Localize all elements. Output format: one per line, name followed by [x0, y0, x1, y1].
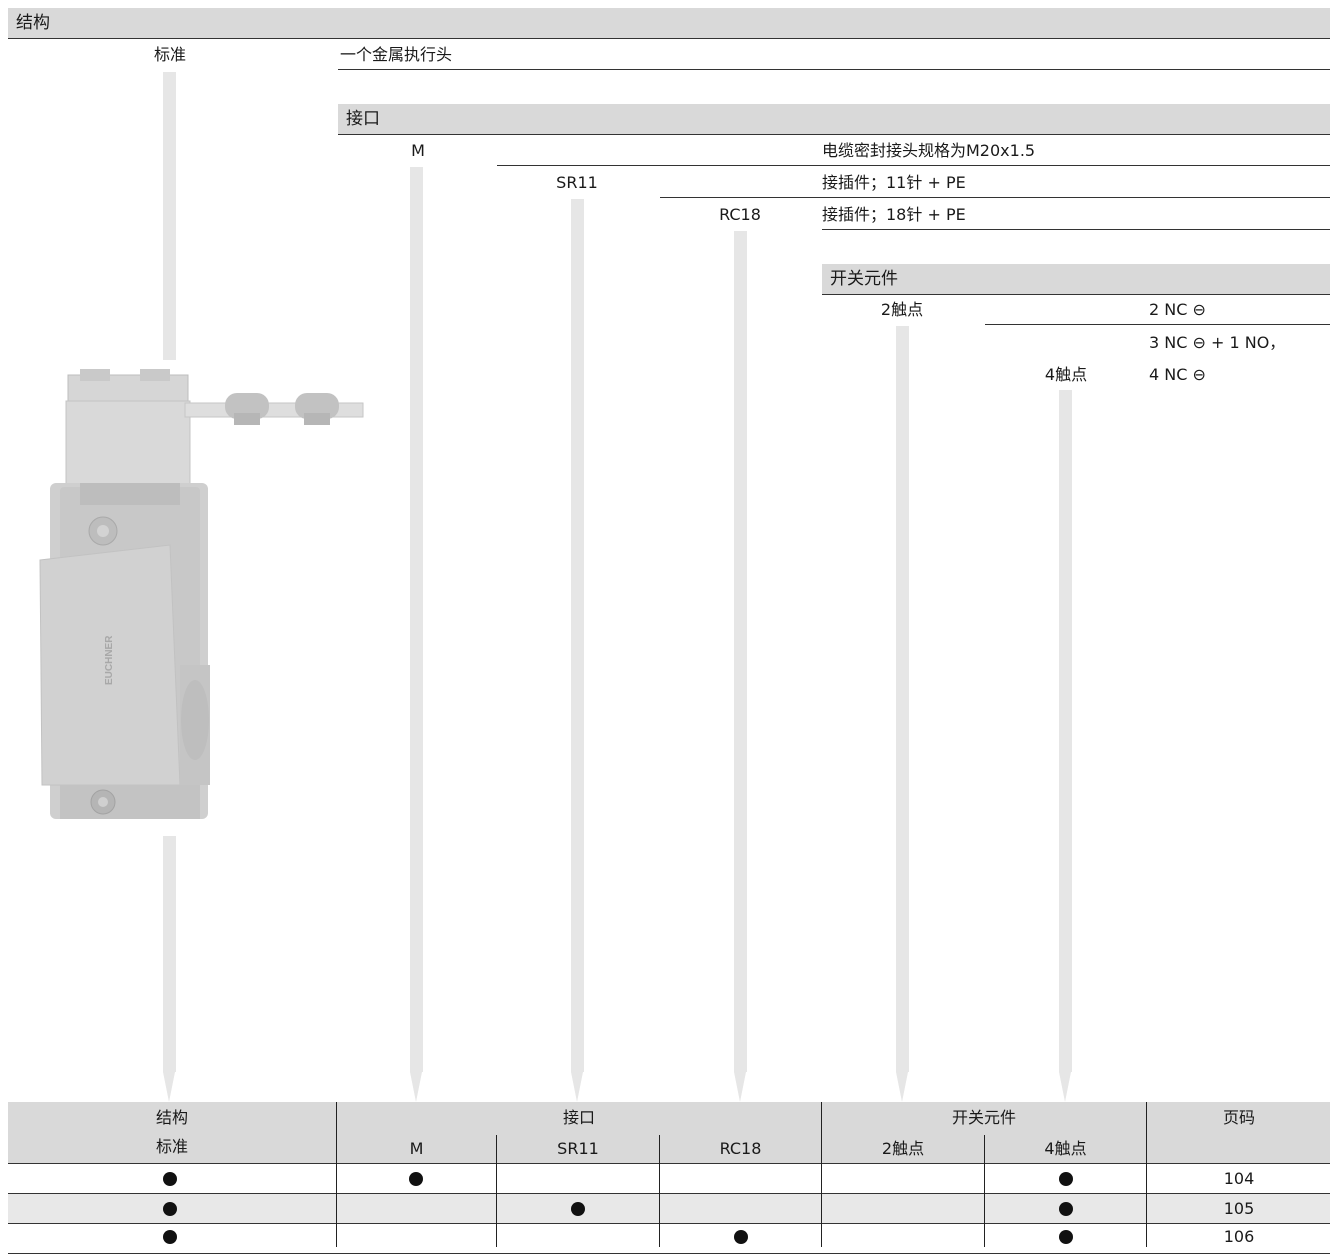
- dot-standard-row3: [163, 1230, 177, 1244]
- structure-header: 结构: [8, 8, 1330, 39]
- connection-code-rc18: RC18: [719, 205, 761, 224]
- col-separator: [821, 1102, 822, 1247]
- col-separator: [984, 1135, 985, 1247]
- guide-bar-rc18: [734, 231, 747, 1072]
- guide-arrow-4contacts: [1059, 1072, 1071, 1102]
- guide-bar-standard-top: [163, 72, 176, 360]
- col-separator: [336, 1102, 337, 1247]
- table-col-standard: 标准: [155, 1137, 188, 1156]
- connection-sr11-underline: [660, 197, 1330, 198]
- dot-standard-row2: [163, 1202, 177, 1216]
- page-number-row1: 104: [1223, 1169, 1255, 1188]
- table-group-switching: 开关元件: [951, 1108, 1016, 1127]
- connection-desc-sr11: 接插件；11针 + PE: [822, 173, 966, 192]
- brand-text: EUCHNER: [104, 635, 115, 685]
- connection-desc-m: 电缆密封接头规格为M20x1.5: [822, 141, 1036, 160]
- guide-arrow-2contacts: [896, 1072, 908, 1102]
- col-separator: [1146, 1102, 1147, 1247]
- guide-bar-sr11: [571, 199, 584, 1072]
- guide-arrow-rc18: [734, 1072, 746, 1102]
- dot-4contacts-row3: [1059, 1230, 1073, 1244]
- table-col-rc18: RC18: [719, 1139, 762, 1158]
- guide-arrow-m: [410, 1072, 422, 1102]
- guide-arrow-sr11: [571, 1072, 583, 1102]
- guide-bar-2contacts: [896, 326, 909, 1072]
- connection-code-sr11: SR11: [556, 173, 598, 192]
- table-row: [8, 1164, 1330, 1194]
- dot-sr11-row2: [571, 1202, 585, 1216]
- dot-standard-row1: [163, 1172, 177, 1186]
- dot-rc18-row3: [734, 1230, 748, 1244]
- guide-bar-m: [410, 167, 423, 1072]
- table-col-m: M: [409, 1139, 424, 1158]
- guide-bar-standard-bottom: [163, 836, 176, 1072]
- standard-label: 标准: [153, 45, 186, 64]
- col-separator: [496, 1135, 497, 1247]
- page-number-row3: 106: [1223, 1227, 1255, 1246]
- safety-switch-icon: EUCHNER: [39, 369, 364, 819]
- dot-4contacts-row2: [1059, 1202, 1073, 1216]
- dot-4contacts-row1: [1059, 1172, 1073, 1186]
- standard-underline: [338, 69, 1330, 70]
- table-row: [8, 1224, 1330, 1254]
- table-group-structure: 结构: [155, 1108, 188, 1127]
- table-col-4contacts: 4触点: [1044, 1139, 1087, 1158]
- connection-header: 接口: [338, 104, 1330, 135]
- guide-arrow-standard: [163, 1072, 175, 1102]
- connection-rc18-underline: [822, 229, 1330, 230]
- connection-code-m: M: [411, 141, 425, 160]
- table-group-connection: 接口: [562, 1108, 595, 1127]
- table-group-page: 页码: [1222, 1108, 1255, 1127]
- col-separator: [659, 1135, 660, 1247]
- connection-m-underline: [497, 165, 1330, 166]
- switch-desc-4nc: 4 NC ⊖: [1149, 365, 1206, 384]
- safety-switch-picture: EUCHNER: [20, 365, 370, 830]
- connection-desc-rc18: 接插件；18针 + PE: [822, 205, 966, 224]
- switch-code-4contacts: 4触点: [1044, 365, 1088, 384]
- table-header: [8, 1102, 1330, 1164]
- page-number-row2: 105: [1223, 1199, 1255, 1218]
- table-col-2contacts: 2触点: [881, 1139, 925, 1158]
- standard-value: 一个金属执行头: [340, 45, 453, 64]
- switch-2contacts-underline: [985, 324, 1330, 325]
- guide-bar-4contacts: [1059, 390, 1072, 1072]
- switch-desc-3nc1no: 3 NC ⊖ + 1 NO，: [1149, 333, 1286, 352]
- switch-desc-2nc: 2 NC ⊖: [1149, 300, 1206, 319]
- table-row: [8, 1194, 1330, 1224]
- table-col-sr11: SR11: [557, 1139, 599, 1158]
- dot-m-row1: [409, 1172, 423, 1186]
- switching-element-header: 开关元件: [822, 264, 1330, 295]
- switch-code-2contacts: 2触点: [880, 300, 924, 319]
